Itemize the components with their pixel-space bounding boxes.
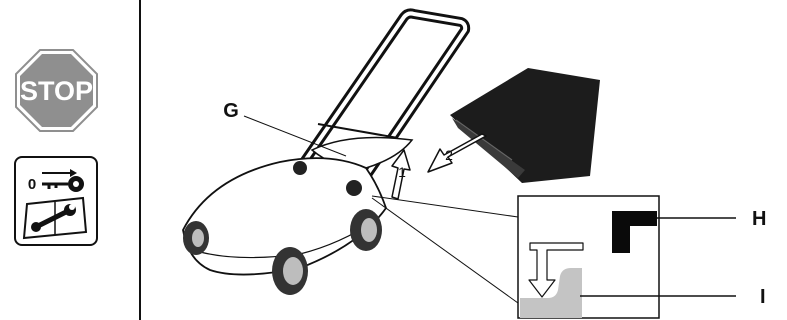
zoom-leader-bottom [371,197,519,304]
key-zero-label: 0 [28,176,36,193]
wheel-front-left [272,247,308,295]
zoom-leader-top [371,195,519,218]
stop-sign-icon: STOP [15,49,98,132]
handle-knob-right [346,180,362,196]
inset-down-arrow [528,242,584,298]
discharge-chute [520,268,582,318]
key-icon [42,169,84,192]
stop-sign-face [20,54,93,127]
callout-i-label: I [760,286,766,308]
mower-handle [295,8,471,193]
step-arrow-2: 2 [427,133,487,173]
manual-icon: 0 [14,156,98,246]
grass-box [450,68,600,183]
step-arrow-1-label: 1 [398,164,406,180]
wrench-icon [31,204,76,232]
stop-sign-label: STOP [20,76,93,106]
callout-g-leader [243,115,347,157]
callout-g-label: G [223,100,239,122]
callout-h-label: H [752,208,766,230]
detail-inset [517,195,660,319]
flap-hinge-part [612,211,657,253]
wheel-rear-left [183,221,209,255]
handle-knob-left [293,161,307,175]
step-arrow-2-label: 2 [445,147,453,163]
wheel-rear-right [350,209,382,251]
step-arrow-1: 1 [391,149,411,200]
